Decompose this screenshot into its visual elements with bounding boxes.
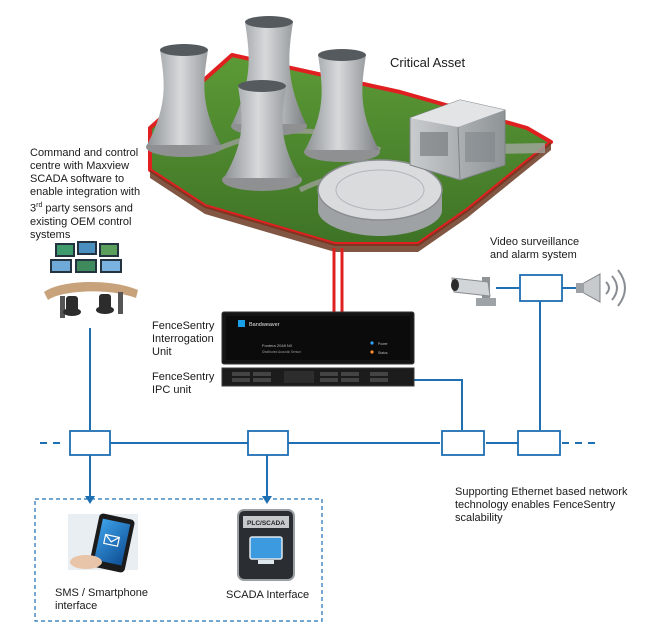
bandweaver-logo-icon	[238, 320, 245, 327]
smartphone-icon	[68, 513, 138, 573]
arrowheads	[85, 496, 272, 504]
interrogation-unit: Bandweaver Fontera 2048 NX Distributed A…	[221, 311, 415, 365]
network-switch-icon	[69, 430, 111, 456]
cooling-tower-icon	[222, 80, 302, 191]
control-room-icon	[44, 241, 138, 318]
cooling-tower-icon	[304, 49, 380, 162]
plc-scada-icon: PLC/SCADA	[237, 509, 295, 581]
command-centre-text-a: Command and control centre with Maxview …	[30, 147, 141, 215]
command-centre-text-b: party sensors and existing OEM control s…	[30, 202, 133, 241]
command-centre-label: Command and control centre with Maxview …	[30, 147, 155, 242]
power-led-icon	[370, 341, 374, 345]
site-ground-edge	[150, 142, 551, 252]
reactor-dome	[317, 159, 443, 236]
critical-asset-label: Critical Asset	[390, 55, 466, 70]
siren-horn-icon	[576, 269, 626, 307]
interfaces-box	[34, 498, 323, 622]
ethernet-note-label: Supporting Ethernet based network techno…	[455, 486, 628, 524]
network-switch-icon	[517, 430, 561, 456]
network-switch-icon	[247, 430, 289, 456]
cctv-camera-icon	[451, 277, 496, 306]
led-status-label: Status	[378, 351, 388, 355]
ipc-unit	[221, 367, 415, 387]
turbine-building	[409, 99, 506, 181]
led-power-label: Power	[378, 342, 388, 346]
cooling-tower-icon	[146, 44, 222, 157]
sms-interface-label: SMS / Smartphone interface	[55, 587, 148, 612]
plc-badge-text: PLC/SCADA	[247, 520, 285, 527]
status-led-icon	[370, 350, 374, 354]
device-model: Fontera 2048 NX	[262, 343, 293, 348]
scada-interface-label: SCADA Interface	[226, 589, 310, 601]
video-surveillance-label: Video surveillance and alarm system	[490, 236, 580, 261]
critical-asset-site	[146, 16, 553, 314]
device-subtitle: Distributed Acoustic Sensor	[262, 350, 302, 354]
interrogation-unit-label: FenceSentry Interrogation Unit	[152, 320, 215, 358]
network-switch-icon	[519, 274, 563, 302]
device-brand: Bandweaver	[249, 322, 280, 328]
command-centre-sup: rd	[36, 202, 43, 209]
ipc-unit-label: FenceSentry IPC unit	[152, 371, 215, 396]
network-switch-icon	[441, 430, 485, 456]
